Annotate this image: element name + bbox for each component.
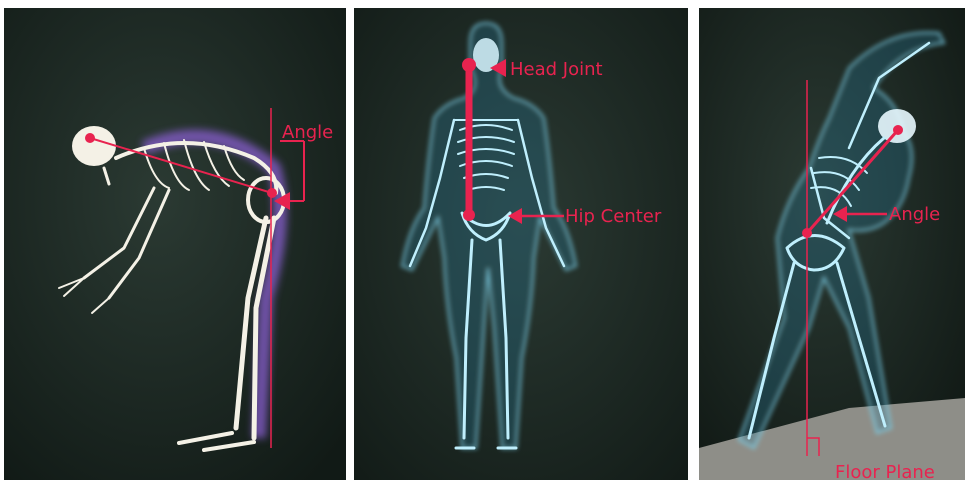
side-bend-illustration: Angle Floor Plane <box>699 8 965 480</box>
angle-label: Angle <box>282 122 333 143</box>
head-joint-dot <box>462 58 476 72</box>
standing-front-illustration: Head Joint Hip Center <box>354 8 688 480</box>
hip-center-label: Hip Center <box>565 206 662 227</box>
floor-plane-label: Floor Plane <box>835 462 935 480</box>
forward-bend-illustration: Angle <box>4 8 346 480</box>
angle-label: Angle <box>889 204 940 225</box>
hip-center-dot <box>802 228 812 238</box>
head-joint-dot <box>85 133 95 143</box>
hip-joint-dot <box>267 188 277 198</box>
panel-standing-front: Head Joint Hip Center <box>354 8 688 480</box>
panel-background <box>4 8 346 480</box>
panel-side-bend: Angle Floor Plane <box>699 8 965 480</box>
panel-forward-bend: Angle <box>4 8 346 480</box>
skull <box>72 126 116 166</box>
hip-center-dot <box>463 209 475 221</box>
head-joint-label: Head Joint <box>510 59 603 80</box>
head-joint-dot <box>893 125 903 135</box>
